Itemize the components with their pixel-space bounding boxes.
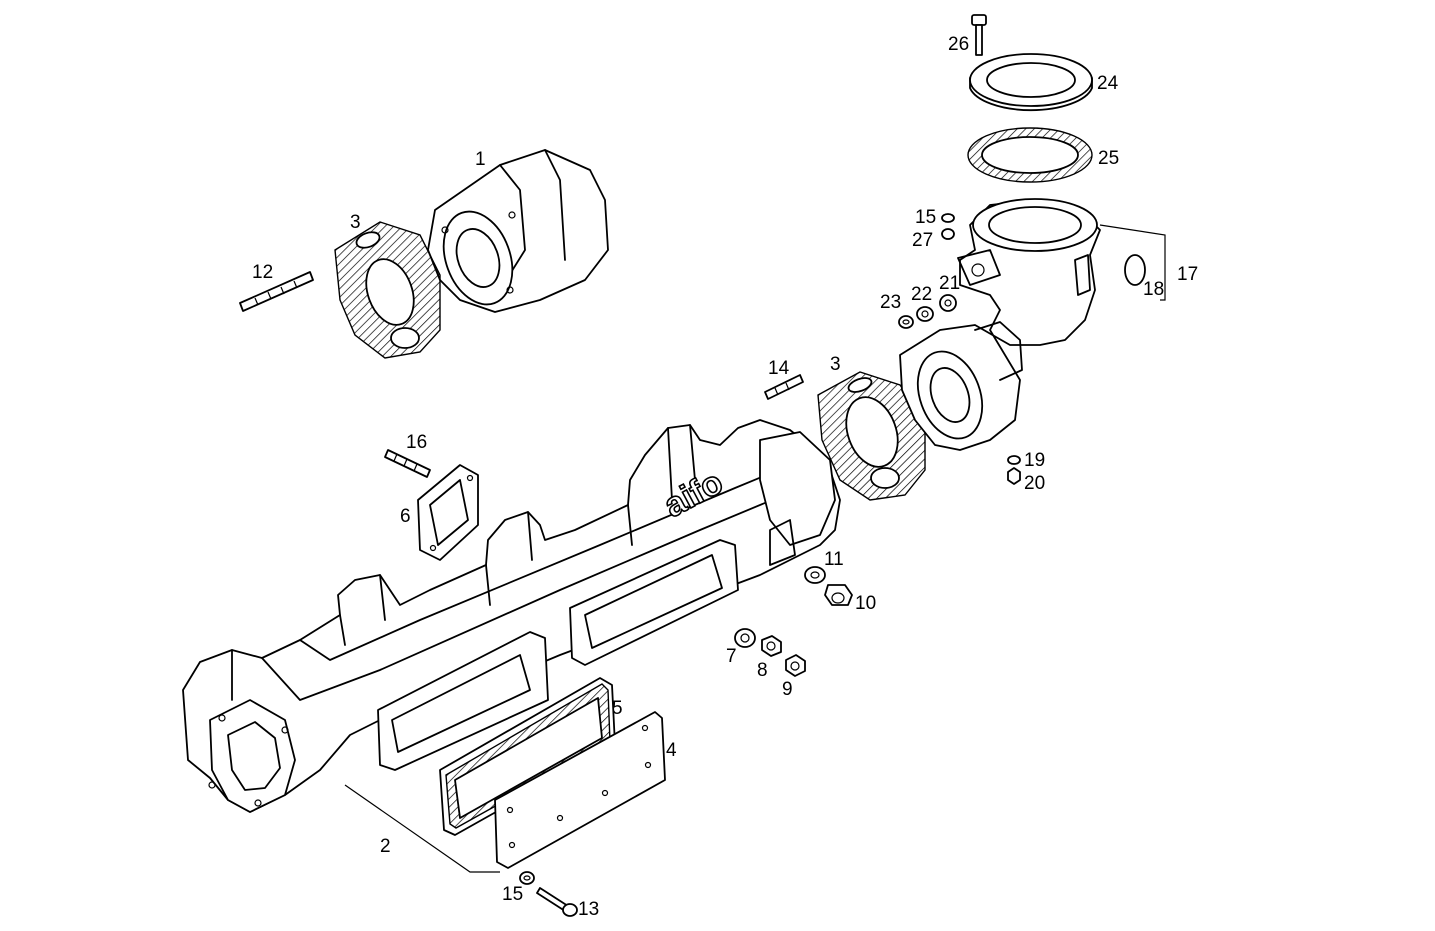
callout-5: 5 [612,698,623,719]
nut-21-part [939,294,957,312]
callout-20: 20 [1024,473,1045,494]
exhaust-manifold-part: aifo [182,419,841,813]
nut-8-part [761,635,782,657]
callout-26: 26 [948,34,969,55]
bolt-26-part [971,14,987,56]
callout-27: 27 [912,230,933,251]
callout-11: 11 [824,549,844,570]
flange-gasket-upper-part [334,221,441,359]
nut-7-part [734,628,756,648]
part-17-bracket [1099,224,1166,301]
callout-13: 13 [578,899,599,920]
callout-12: 12 [252,262,273,283]
callout-18: 18 [1143,279,1164,300]
washer-11-part [804,566,826,584]
clamping-ring-part [969,53,1093,112]
washer-23-part [898,315,914,329]
callout-14: 14 [768,358,790,379]
callout-1: 1 [475,149,486,170]
callout-21: 21 [939,273,960,294]
callout-17: 17 [1177,264,1198,285]
callout-9: 9 [782,679,793,700]
flange-gasket-ring-part [967,127,1093,183]
callout-15-bottom: 15 [502,884,523,905]
flange-gasket-right-part [817,371,926,501]
callout-25: 25 [1098,148,1119,169]
stud-12-part [239,271,314,312]
cover-gasket-part [439,677,616,836]
turbo-adapter-housing-part [427,149,609,313]
plug-10-part [824,584,853,606]
callout-6: 6 [400,506,411,527]
callout-8: 8 [757,660,768,681]
nut-27-part [941,228,955,240]
callout-19: 19 [1024,450,1045,471]
nut-20-part [1007,467,1021,485]
cover-plate-part [494,711,666,869]
callout-24: 24 [1097,73,1119,94]
exhaust-elbow-part [899,198,1101,451]
washer-15-bottom-part [519,871,535,885]
callout-labels: 1 2 3 3 4 5 6 7 8 9 10 11 12 13 14 15 15… [252,34,1198,920]
nut-9-part [785,654,806,677]
stud-16-part [384,449,431,478]
callout-2: 2 [380,836,391,857]
callout-23: 23 [880,292,901,313]
callout-3-right: 3 [830,354,841,375]
bolt-13-part [536,887,578,917]
small-gasket-part [417,464,479,561]
callout-3-upper: 3 [350,212,361,233]
callout-10: 10 [855,593,876,614]
washer-15-top-part [941,213,955,223]
part-2-leader [344,784,500,873]
washer-22-part [916,306,934,322]
callout-4: 4 [666,740,677,761]
callout-7: 7 [726,646,737,667]
plug-18-part [1124,254,1146,286]
callout-22: 22 [911,284,932,305]
stud-14-part [764,374,804,400]
callout-16: 16 [406,432,427,453]
callout-15-top: 15 [915,207,936,228]
washer-19-part [1007,455,1021,465]
